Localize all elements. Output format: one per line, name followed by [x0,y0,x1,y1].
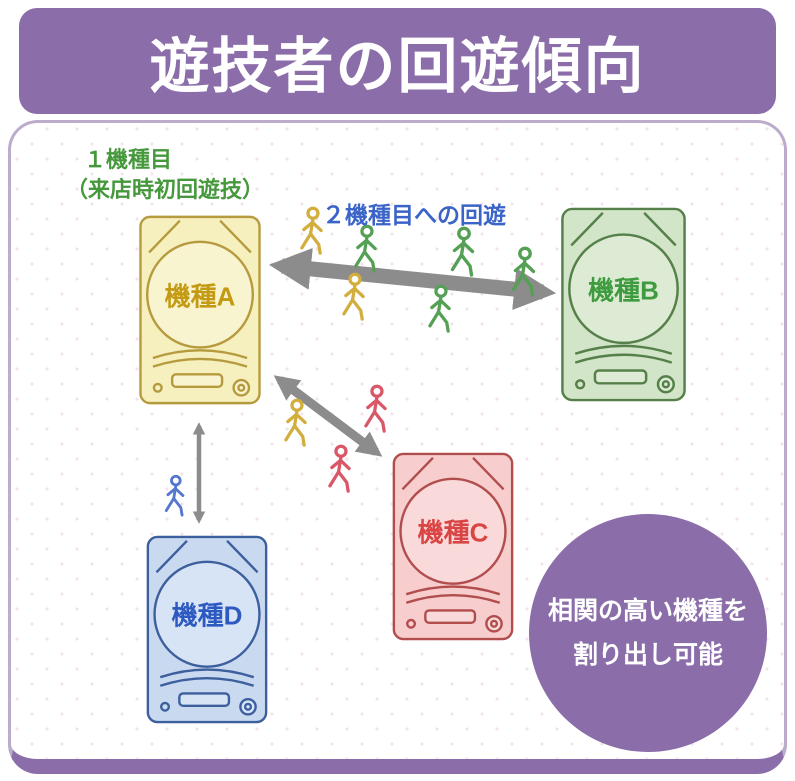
page-title: 遊技者の回遊傾向 [149,32,646,100]
callout-line2: 割り出し可能 [572,641,723,669]
second-machine-label: ２機種目への回遊 [322,202,506,228]
machine-b-label: 機種B [588,275,659,306]
machine-b: 機種B [558,206,689,403]
first-machine-label-line2: （来店時初回遊技） [66,177,265,202]
machine-c-label: 機種C [417,517,489,548]
machine-a: 機種A [137,214,263,406]
first-machine-label-line1: １機種目 [84,147,173,172]
header-banner: 遊技者の回遊傾向 [19,8,776,114]
machine-a-label: 機種A [164,281,236,312]
machine-c: 機種C [391,451,515,642]
machine-d-label: 機種D [171,600,243,631]
callout-line1: 相関の高い機種を [547,597,748,625]
machine-d: 機種D [145,531,269,728]
callout-circle: 相関の高い機種を 割り出し可能 [529,514,767,752]
